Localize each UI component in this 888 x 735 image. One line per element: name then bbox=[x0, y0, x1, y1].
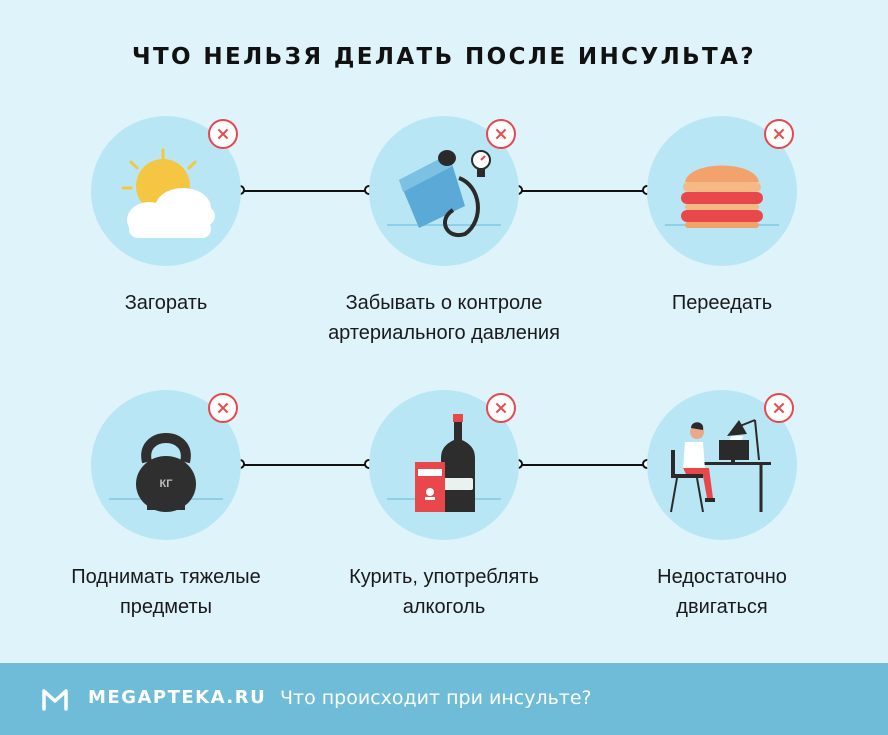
item-sunbathing bbox=[91, 116, 241, 266]
item-label: Недостаточно двигаться bbox=[657, 566, 787, 618]
connector-line bbox=[518, 464, 648, 466]
page-title: ЧТО НЕЛЬЗЯ ДЕЛАТЬ ПОСЛЕ ИНСУЛЬТА? bbox=[131, 44, 757, 70]
cigarettes-bottle-icon bbox=[415, 414, 475, 512]
item-overeating bbox=[647, 116, 797, 266]
burger-icon bbox=[681, 165, 763, 228]
prohibited-icon bbox=[208, 393, 238, 423]
prohibited-icon bbox=[764, 393, 794, 423]
prohibited-icon bbox=[764, 119, 794, 149]
item-label: Переедать bbox=[671, 292, 773, 314]
prohibited-icon bbox=[208, 119, 238, 149]
footer-subtitle: Что происходит при инсульте? bbox=[280, 687, 592, 709]
megapteka-logo-icon bbox=[42, 689, 68, 711]
kettlebell-label: КГ bbox=[159, 478, 173, 490]
kettlebell-icon bbox=[136, 433, 196, 512]
brand-link[interactable]: MEGAPTEKA.RU bbox=[88, 687, 267, 708]
item-circle bbox=[369, 116, 519, 266]
connector-line bbox=[240, 190, 370, 192]
item-circle bbox=[369, 390, 519, 540]
sun-cloud-icon bbox=[121, 148, 215, 238]
desk-worker-icon bbox=[670, 419, 771, 513]
tonometer-icon bbox=[399, 150, 491, 238]
item-label: Загорать bbox=[124, 292, 208, 314]
item-label: Забывать о контроле артериального давлен… bbox=[328, 292, 560, 344]
prohibited-icon bbox=[486, 119, 516, 149]
item-label: Поднимать тяжелые предметы bbox=[71, 566, 261, 618]
item-label: Курить, употреблять алкоголь bbox=[349, 566, 539, 618]
connector-line bbox=[518, 190, 648, 192]
item-blood-pressure bbox=[369, 116, 519, 266]
item-circle bbox=[647, 390, 797, 540]
item-sedentary bbox=[647, 390, 797, 540]
prohibited-icon bbox=[486, 393, 516, 423]
item-heavy-lifting: КГ bbox=[91, 390, 241, 540]
item-smoking-alcohol bbox=[369, 390, 519, 540]
footer: MEGAPTEKA.RU Что происходит при инсульте… bbox=[0, 663, 888, 735]
connector-line bbox=[240, 464, 370, 466]
